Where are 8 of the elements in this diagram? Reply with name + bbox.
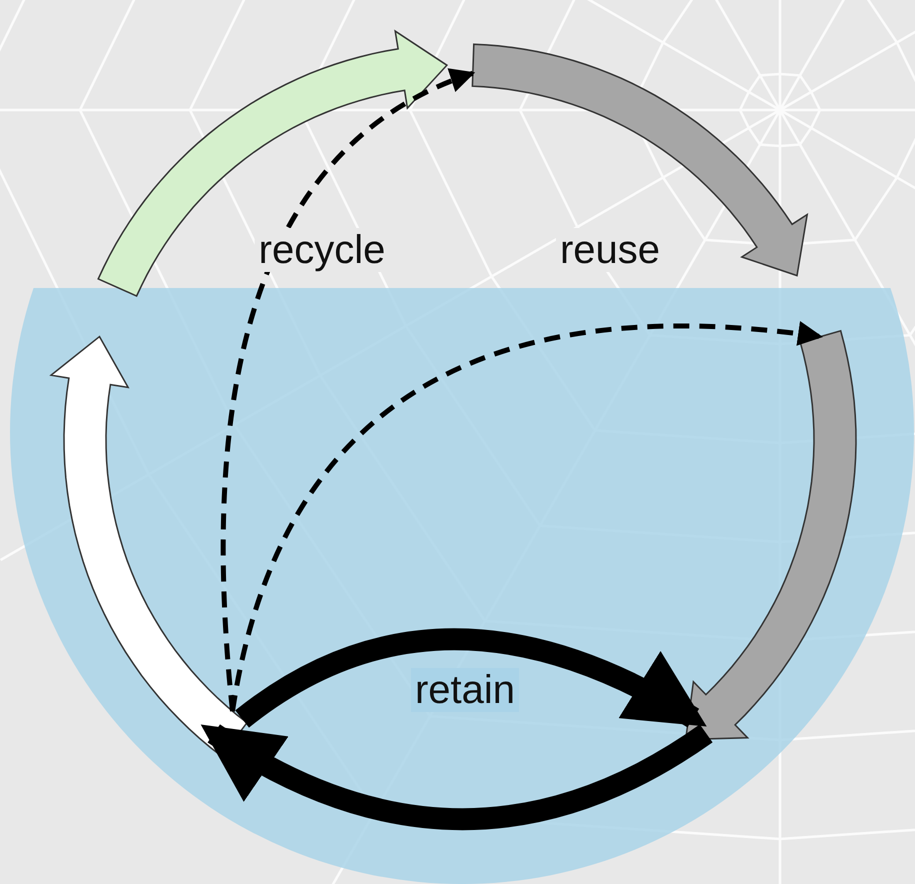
curved-arrow bbox=[200, 724, 712, 830]
curved-arrow-shape bbox=[472, 43, 808, 277]
curved-arrow-shape bbox=[97, 30, 448, 297]
edge-label: retain bbox=[410, 668, 520, 712]
dashed-arrow bbox=[230, 322, 823, 712]
dashed-arrow bbox=[220, 70, 476, 712]
curved-arrow bbox=[236, 628, 708, 728]
curved-arrow-shape bbox=[684, 330, 857, 740]
